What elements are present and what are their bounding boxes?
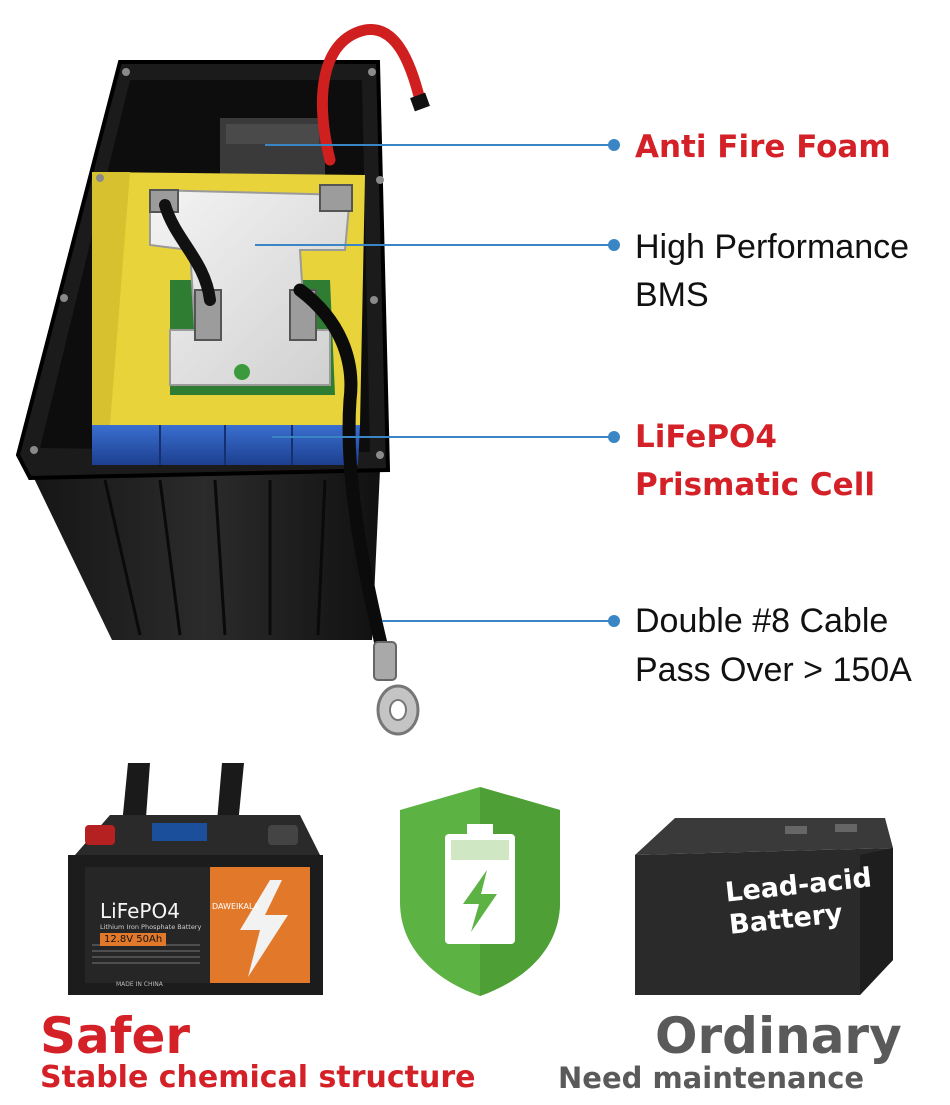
callout-dot-bms xyxy=(608,239,620,251)
callout-line-foam xyxy=(265,144,615,146)
callout-cell-line2: Prismatic Cell xyxy=(635,467,875,503)
ordinary-subtitle: Need maintenance xyxy=(558,1061,865,1095)
callout-cable-line1: Double #8 Cable xyxy=(635,602,889,640)
red-cable xyxy=(316,24,426,166)
lifepo4-rating: 12.8V 50Ah xyxy=(100,933,167,946)
callout-line-bms xyxy=(255,244,615,246)
callout-cell-line1: LiFePO4 xyxy=(635,419,777,455)
safer-title: Safer xyxy=(40,1007,191,1065)
lead-acid-battery-body xyxy=(635,818,893,995)
callout-dot-cell xyxy=(608,431,620,443)
lifepo4-brand: LiFePO4 xyxy=(100,899,180,923)
callout-line-cable xyxy=(382,620,615,622)
lifepo4-maker: DAWEIKALA xyxy=(212,902,260,911)
cable-lug xyxy=(373,641,420,736)
callout-anti-fire-foam: Anti Fire Foam xyxy=(635,129,891,165)
lifepo4-battery-body xyxy=(68,763,323,995)
callout-line-cell xyxy=(272,436,615,438)
lifepo4-origin: MADE IN CHINA xyxy=(116,981,163,988)
lifepo4-subtitle: Lithium Iron Phosphate Battery xyxy=(100,923,202,931)
lifepo4-battery: LiFePO4 DAWEIKALA Lithium Iron Phosphate… xyxy=(60,755,360,1005)
box-ribs xyxy=(103,479,327,636)
box-body xyxy=(30,470,380,640)
callout-dot-foam xyxy=(608,139,620,151)
green-shield-icon xyxy=(400,787,560,996)
ordinary-title: Ordinary xyxy=(655,1007,902,1065)
callout-bms-line2: BMS xyxy=(635,276,709,314)
callout-bms-line1: High Performance xyxy=(635,228,910,266)
battery-internals-illustration xyxy=(15,24,430,736)
lead-acid-battery: Lead-acid Battery xyxy=(635,810,895,1000)
callout-cable-line2: Pass Over > 150A xyxy=(635,651,912,689)
black-cable xyxy=(293,283,392,667)
callout-dot-cable xyxy=(608,615,620,627)
safer-subtitle: Stable chemical structure xyxy=(40,1060,476,1095)
